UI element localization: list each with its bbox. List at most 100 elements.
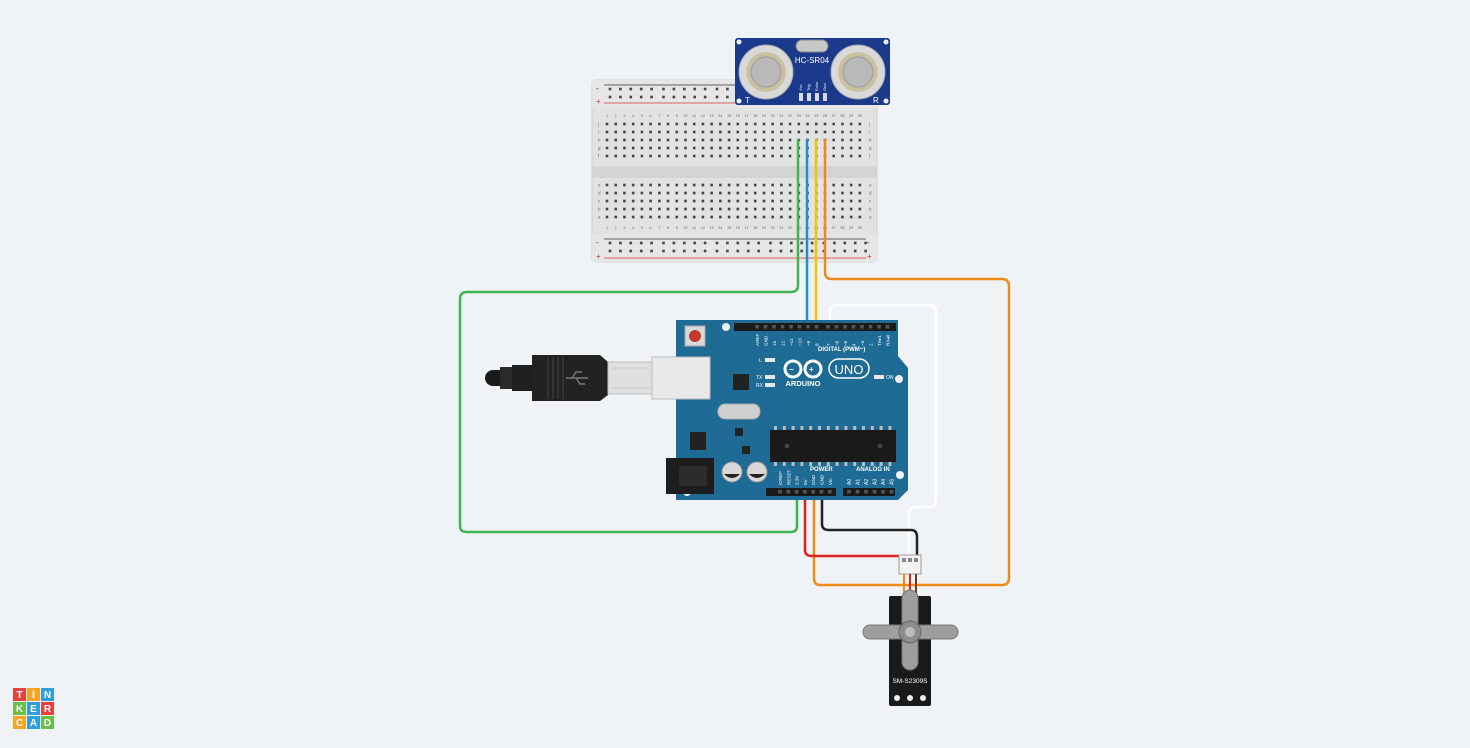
breadboard-hole[interactable] xyxy=(666,154,670,158)
breadboard-hole[interactable] xyxy=(701,199,705,203)
rail-hole[interactable] xyxy=(619,95,622,99)
breadboard-hole[interactable] xyxy=(727,138,731,142)
breadboard-hole[interactable] xyxy=(649,191,652,195)
breadboard-hole[interactable] xyxy=(814,122,818,126)
rail-hole[interactable] xyxy=(672,241,676,245)
rail-hole[interactable] xyxy=(662,95,665,99)
breadboard-hole[interactable] xyxy=(736,199,740,203)
rail-hole[interactable] xyxy=(683,87,686,91)
breadboard-hole[interactable] xyxy=(727,154,731,158)
power-pin[interactable] xyxy=(794,490,799,494)
breadboard-hole[interactable] xyxy=(614,215,618,219)
breadboard-hole[interactable] xyxy=(745,207,748,211)
breadboard-hole[interactable] xyxy=(623,215,626,219)
breadboard-hole[interactable] xyxy=(736,183,740,187)
breadboard-hole[interactable] xyxy=(614,191,618,195)
breadboard-hole[interactable] xyxy=(753,146,757,150)
breadboard-hole[interactable] xyxy=(771,122,774,126)
rail-hole[interactable] xyxy=(779,241,783,245)
breadboard-hole[interactable] xyxy=(788,199,792,203)
breadboard-hole[interactable] xyxy=(623,154,626,158)
breadboard-hole[interactable] xyxy=(710,215,713,219)
wire-orange-gnd[interactable] xyxy=(812,138,1011,587)
breadboard-hole[interactable] xyxy=(780,191,783,195)
digital-pin[interactable] xyxy=(763,325,768,329)
breadboard-hole[interactable] xyxy=(666,138,670,142)
breadboard-hole[interactable] xyxy=(684,130,687,134)
breadboard-hole[interactable] xyxy=(658,215,661,219)
breadboard-hole[interactable] xyxy=(745,154,748,158)
rail-hole[interactable] xyxy=(693,241,696,245)
breadboard-hole[interactable] xyxy=(788,207,792,211)
rail-hole[interactable] xyxy=(683,241,686,245)
rail-hole[interactable] xyxy=(769,249,772,253)
breadboard-hole[interactable] xyxy=(675,183,679,187)
breadboard-hole[interactable] xyxy=(762,215,766,219)
breadboard-hole[interactable] xyxy=(658,138,661,142)
breadboard-hole[interactable] xyxy=(753,130,757,134)
breadboard[interactable]: - + - + - - + 11223344556677889910101111… xyxy=(591,79,878,263)
breadboard-hole[interactable] xyxy=(727,122,731,126)
breadboard-hole[interactable] xyxy=(832,199,836,203)
breadboard-hole[interactable] xyxy=(849,191,853,195)
breadboard-hole[interactable] xyxy=(631,215,635,219)
sensor-pin[interactable] xyxy=(815,93,819,101)
breadboard-hole[interactable] xyxy=(623,138,626,142)
breadboard-hole[interactable] xyxy=(727,199,731,203)
breadboard-hole[interactable] xyxy=(788,122,792,126)
breadboard-hole[interactable] xyxy=(614,130,618,134)
rail-hole[interactable] xyxy=(619,87,622,91)
rail-hole[interactable] xyxy=(715,249,719,253)
rail-hole[interactable] xyxy=(833,241,836,245)
breadboard-hole[interactable] xyxy=(623,130,626,134)
breadboard-hole[interactable] xyxy=(832,146,836,150)
rail-hole[interactable] xyxy=(833,249,836,253)
breadboard-hole[interactable] xyxy=(736,122,740,126)
breadboard-hole[interactable] xyxy=(719,199,722,203)
breadboard-hole[interactable] xyxy=(658,122,661,126)
rail-hole[interactable] xyxy=(843,241,847,245)
breadboard-hole[interactable] xyxy=(658,191,661,195)
rail-hole[interactable] xyxy=(662,87,665,91)
breadboard-hole[interactable] xyxy=(649,122,652,126)
rail-hole[interactable] xyxy=(790,241,793,245)
breadboard-hole[interactable] xyxy=(614,138,618,142)
rail-hole[interactable] xyxy=(715,95,719,99)
breadboard-hole[interactable] xyxy=(675,130,679,134)
breadboard-hole[interactable] xyxy=(762,207,766,211)
reset-button[interactable] xyxy=(684,325,706,347)
rail-hole[interactable] xyxy=(672,87,676,91)
rail-hole[interactable] xyxy=(736,249,740,253)
breadboard-hole[interactable] xyxy=(753,183,757,187)
breadboard-hole[interactable] xyxy=(719,207,722,211)
breadboard-hole[interactable] xyxy=(701,207,705,211)
breadboard-hole[interactable] xyxy=(666,191,670,195)
breadboard-hole[interactable] xyxy=(692,138,696,142)
breadboard-hole[interactable] xyxy=(753,191,757,195)
rail-hole[interactable] xyxy=(650,87,653,91)
sensor-pin[interactable] xyxy=(823,93,827,101)
wire-black-gnd[interactable] xyxy=(820,488,919,558)
breadboard-hole[interactable] xyxy=(675,207,679,211)
breadboard-hole[interactable] xyxy=(675,154,679,158)
breadboard-hole[interactable] xyxy=(701,138,705,142)
breadboard-hole[interactable] xyxy=(841,138,844,142)
breadboard-hole[interactable] xyxy=(841,122,844,126)
breadboard-hole[interactable] xyxy=(858,199,862,203)
breadboard-hole[interactable] xyxy=(849,199,853,203)
breadboard-hole[interactable] xyxy=(858,146,862,150)
breadboard-hole[interactable] xyxy=(832,191,836,195)
rail-hole[interactable] xyxy=(650,249,653,253)
breadboard-hole[interactable] xyxy=(771,215,774,219)
breadboard-hole[interactable] xyxy=(858,207,862,211)
breadboard-hole[interactable] xyxy=(771,130,774,134)
breadboard-hole[interactable] xyxy=(684,146,687,150)
breadboard-hole[interactable] xyxy=(684,215,687,219)
rail-hole[interactable] xyxy=(672,95,676,99)
breadboard-hole[interactable] xyxy=(666,215,670,219)
breadboard-hole[interactable] xyxy=(788,154,792,158)
digital-pin[interactable] xyxy=(885,325,890,329)
breadboard-hole[interactable] xyxy=(806,130,809,134)
breadboard-hole[interactable] xyxy=(649,138,652,142)
breadboard-hole[interactable] xyxy=(684,207,687,211)
